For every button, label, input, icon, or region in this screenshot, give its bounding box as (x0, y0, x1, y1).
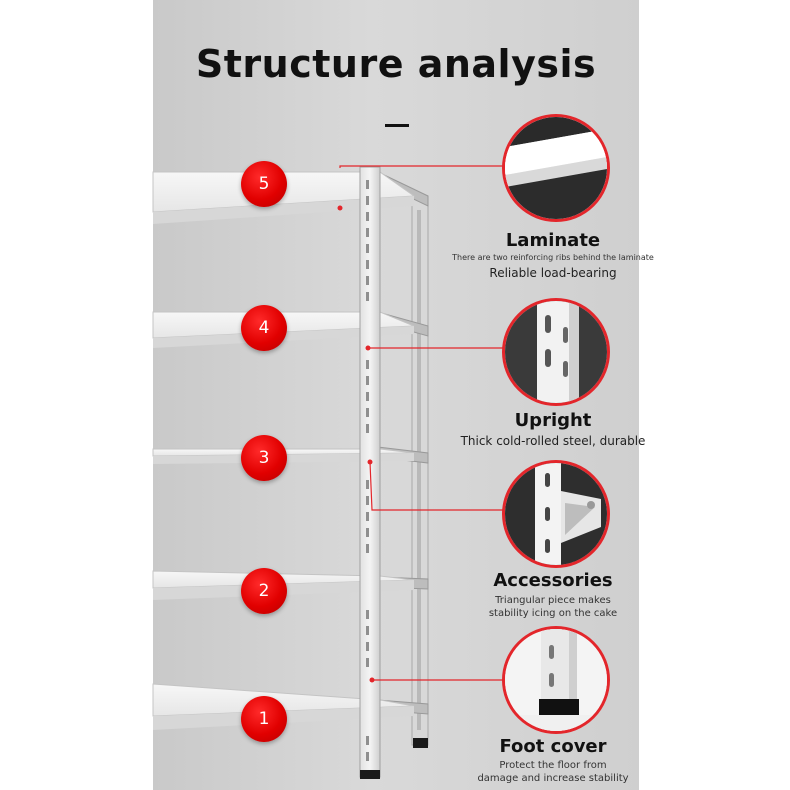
feature-laminate: Laminate There are two reinforcing ribs … (440, 230, 666, 281)
feature-description: Thick cold-rolled steel, durable (460, 434, 646, 448)
feature-description-line1: Protect the floor from (499, 760, 607, 771)
upright-zoom-icon (502, 298, 610, 406)
feature-description-line2: damage and increase stability (477, 773, 629, 784)
feature-description: Reliable load-bearing (489, 266, 617, 280)
feature-heading: Foot cover (499, 736, 607, 757)
page-title: Structure analysis (195, 42, 597, 86)
foot-cover-zoom-icon (502, 626, 610, 734)
badge-1: 1 (241, 696, 287, 742)
feature-description-line2: stability icing on the cake (488, 608, 618, 619)
feature-heading: Laminate (505, 230, 601, 251)
laminate-zoom-icon (502, 114, 610, 222)
badge-3: 3 (241, 435, 287, 481)
feature-accessories: Accessories Triangular piece makes stabi… (440, 570, 666, 620)
badge-5: 5 (241, 161, 287, 207)
title-underline (385, 124, 409, 127)
feature-foot-cover: Foot cover Protect the floor from damage… (440, 736, 666, 785)
feature-heading: Upright (514, 410, 592, 431)
feature-small-note: There are two reinforcing ribs behind th… (452, 253, 654, 262)
feature-description-line1: Triangular piece makes (495, 595, 611, 606)
feature-upright: Upright Thick cold-rolled steel, durable (440, 410, 666, 449)
badge-4: 4 (241, 305, 287, 351)
feature-heading: Accessories (493, 570, 613, 591)
accessory-zoom-icon (502, 460, 610, 568)
badge-2: 2 (241, 568, 287, 614)
